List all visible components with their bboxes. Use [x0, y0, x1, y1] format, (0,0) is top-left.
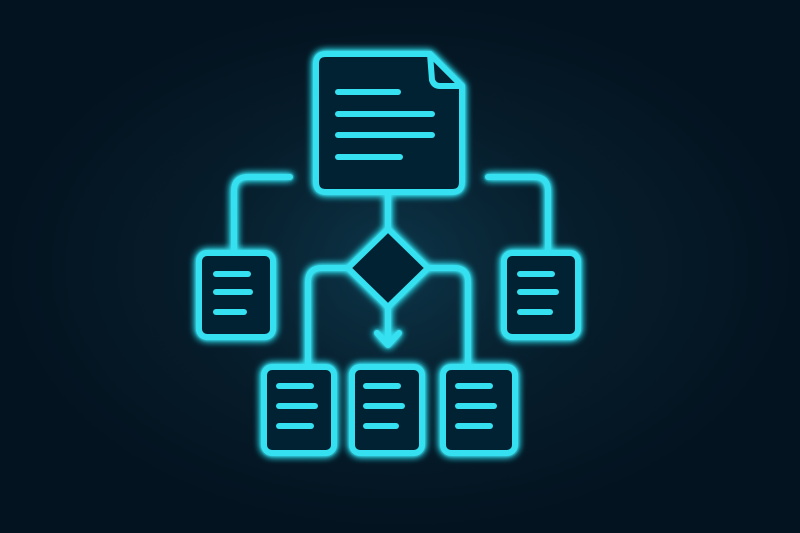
connector-decision-to-bottom-right-document — [424, 265, 471, 370]
main-document-fold — [427, 51, 465, 89]
bottom-center-document-icon — [349, 364, 425, 456]
bottom-left-document-icon — [261, 364, 337, 456]
decision-diamond — [345, 226, 431, 310]
bottom-right-document-icon — [440, 364, 518, 456]
main-document-icon — [313, 51, 465, 195]
connector-main-document-to-left-document — [231, 174, 293, 256]
connector-main-document-to-right-document — [485, 174, 551, 256]
connector-decision-to-bottom-left-document — [305, 265, 352, 370]
arrowhead-icon — [374, 330, 402, 348]
